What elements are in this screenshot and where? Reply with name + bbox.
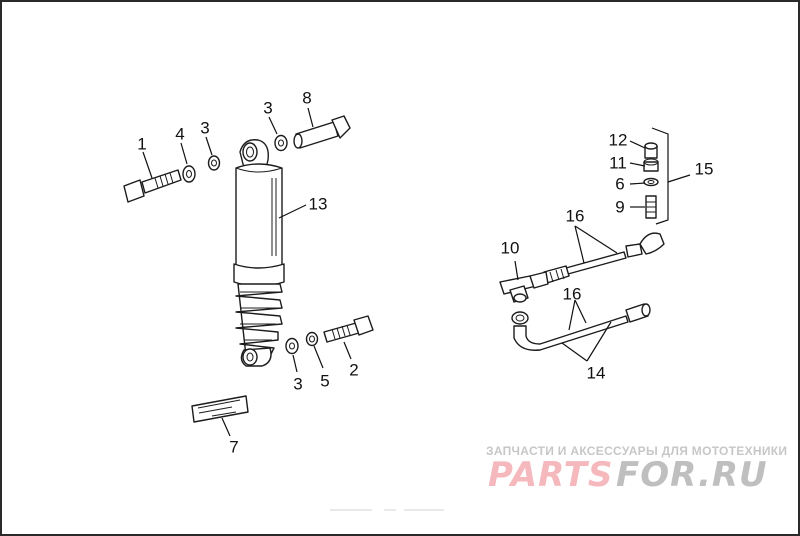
- callout-13: 13: [309, 195, 328, 214]
- nut-5: [305, 331, 319, 347]
- callout-12: 12: [609, 131, 628, 150]
- washer-3-lower: [285, 337, 299, 355]
- callout-7: 7: [229, 438, 238, 457]
- fitting-9: [645, 195, 657, 219]
- watermark-caption: ЗАПЧАСТИ И АКСЕССУАРЫ ДЛЯ МОТОТЕХНИКИ: [486, 444, 787, 458]
- washer-4: [182, 165, 196, 183]
- watermark-logo-parts: PARTS: [488, 455, 613, 495]
- callout-9: 9: [615, 198, 624, 217]
- shock-absorber: [233, 139, 285, 367]
- callout-6: 6: [615, 175, 624, 194]
- callout-4: 4: [175, 125, 184, 144]
- decal-label-7: [191, 395, 249, 423]
- callout-16: 16: [566, 207, 585, 226]
- nut-11: [643, 158, 659, 172]
- callout-15: 15: [695, 160, 714, 179]
- hose-upper: [543, 232, 665, 284]
- callout-16: 16: [563, 285, 582, 304]
- adjuster-12: [644, 142, 658, 159]
- hose-lower-14: [511, 303, 651, 351]
- watermark-logo-for-ru: FOR.RU: [616, 455, 768, 495]
- leader-lines: [142, 107, 691, 437]
- callout-2: 2: [349, 361, 358, 380]
- washer-3-left: [207, 155, 221, 171]
- washer-6: [643, 177, 659, 187]
- callout-10: 10: [501, 239, 520, 258]
- tee-fitting-10: [499, 271, 549, 303]
- bolt-2: [323, 315, 374, 343]
- washer-3-upper: [274, 134, 288, 152]
- callout-3: 3: [293, 375, 302, 394]
- bolt-8: [293, 115, 351, 149]
- callout-5: 5: [320, 372, 329, 391]
- callout-labels: 1 4 3 3 8 13 3 5 2 7 12 11 6 9 15 16 10 …: [137, 89, 713, 457]
- callout-14: 14: [587, 364, 606, 383]
- callout-8: 8: [302, 89, 311, 108]
- callout-3: 3: [263, 99, 272, 118]
- watermark: ЗАПЧАСТИ И АКСЕССУАРЫ ДЛЯ МОТОТЕХНИКИ PA…: [486, 444, 787, 495]
- callout-11: 11: [609, 154, 627, 173]
- callout-1: 1: [137, 135, 146, 154]
- bolt-1: [123, 169, 182, 203]
- callout-3: 3: [200, 119, 209, 138]
